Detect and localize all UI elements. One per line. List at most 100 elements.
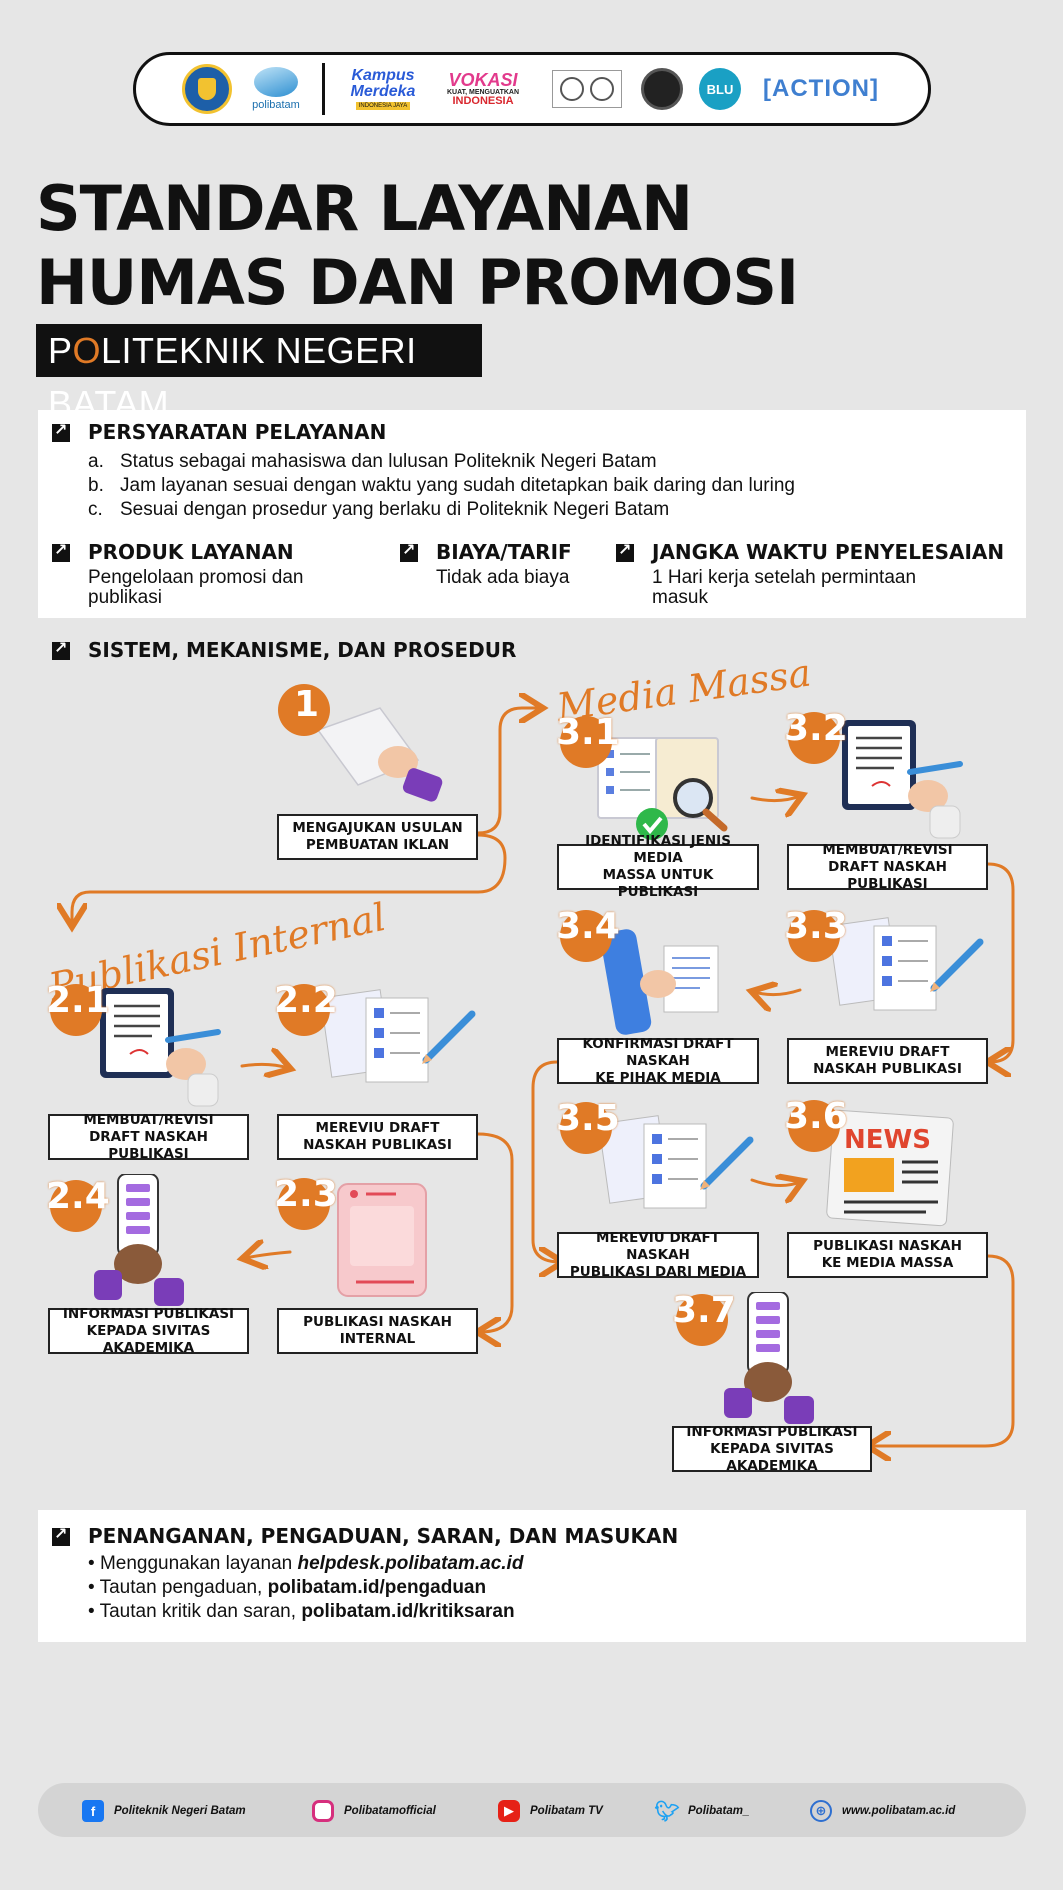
clipboard-pen-illustration: [842, 720, 963, 839]
paper-hand-illustration: [318, 707, 443, 802]
list-item: • Tautan kritik dan saran, polibatam.id/…: [88, 1601, 515, 1622]
step-number: 3.3: [784, 906, 848, 947]
title-line-2: HUMAS DAN PROMOSI: [36, 246, 799, 319]
requirements-list: a.Status sebagai mahasiswa dan lulusan P…: [88, 450, 795, 522]
blu-logo: BLU: [699, 68, 741, 110]
step-number-badge: [278, 984, 330, 1036]
checklist-illustration: [600, 1115, 754, 1209]
title-line-1: STANDAR LAYANAN: [36, 172, 693, 245]
step-number: 3.1: [556, 712, 620, 753]
step-number-badge: [560, 910, 612, 962]
action-logo: [ACTION]: [763, 75, 879, 102]
svg-text:NEWS: NEWS: [844, 1125, 931, 1155]
step-number: 3.5: [556, 1098, 620, 1139]
step-number: 3.6: [784, 1096, 848, 1137]
arrow-up-right-icon: [52, 421, 70, 442]
persyaratan-heading: PERSYARATAN PELAYANAN: [88, 420, 387, 444]
checklist-illustration: [830, 917, 984, 1011]
biaya-heading: BIAYA/TARIF: [436, 540, 572, 564]
institution-subtitle: POLITEKNIK NEGERI BATAM: [36, 324, 482, 424]
step-number-badge: [788, 910, 840, 962]
youtube-link[interactable]: ▶ Polibatam TV: [498, 1800, 603, 1822]
step-number: 1: [294, 684, 320, 725]
list-item: c.Sesuai dengan prosedur yang berlaku di…: [88, 499, 670, 520]
step-number-badge: [788, 1100, 840, 1152]
list-item: • Tautan pengaduan, polibatam.id/pengadu…: [88, 1577, 487, 1598]
step-number-badge: [788, 712, 840, 764]
list-item: a.Status sebagai mahasiswa dan lulusan P…: [88, 451, 657, 472]
seal-logo: [641, 68, 683, 110]
clipboard-pen-illustration: [100, 988, 221, 1107]
social-footer: f Politeknik Negeri Batam Polibatamoffic…: [38, 1783, 1026, 1837]
polibatam-logo: polibatam: [246, 61, 306, 117]
list-item: b.Jam layanan sesuai dengan waktu yang s…: [88, 475, 795, 496]
kampus-merdeka-logo: Kampus Merdeka INDONESIA JAYA: [350, 67, 416, 110]
arrow-up-right-icon: [52, 541, 70, 562]
penanganan-heading: PENANGANAN, PENGADUAN, SARAN, DAN MASUKA…: [88, 1524, 679, 1548]
certification-logo: [552, 70, 622, 108]
kritiksaran-link[interactable]: polibatam.id/kritiksaran: [301, 1601, 515, 1622]
step-number-badge: [50, 984, 102, 1036]
website-link[interactable]: ⊕ www.polibatam.ac.id: [810, 1800, 955, 1822]
step-number: 3.7: [672, 1290, 736, 1331]
page-title: STANDAR LAYANAN HUMAS DAN PROMOSI: [36, 172, 799, 320]
complaint-panel: PENANGANAN, PENGADUAN, SARAN, DAN MASUKA…: [38, 1510, 1026, 1642]
phone-hand-illustration: [94, 1174, 184, 1306]
phone-document-illustration: [600, 929, 719, 1035]
helpdesk-link[interactable]: helpdesk.polibatam.ac.id: [297, 1553, 524, 1574]
step-number: 3.4: [556, 906, 620, 947]
step-number: 3.2: [784, 708, 848, 749]
phone-hand-illustration: [724, 1292, 814, 1424]
checklist-illustration: [322, 989, 476, 1083]
twitter-icon: 🐦︎: [654, 1800, 680, 1823]
instagram-icon: [312, 1800, 334, 1822]
newspaper-illustration: NEWS: [826, 1109, 954, 1227]
logo-divider: [322, 63, 325, 115]
step-number-badge: [50, 1180, 102, 1232]
step-number-badge: [560, 716, 612, 768]
sistem-heading: SISTEM, MEKANISME, DAN PROSEDUR: [88, 638, 517, 662]
step-number: 2.1: [46, 980, 110, 1021]
kemdikbud-logo: [182, 64, 232, 114]
step-number-badge: [676, 1294, 728, 1346]
facebook-link[interactable]: f Politeknik Negeri Batam: [82, 1800, 246, 1822]
step-number: 2.3: [274, 1174, 338, 1215]
list-item: • Menggunakan layanan helpdesk.polibatam…: [88, 1553, 524, 1574]
step-number: 2.4: [46, 1176, 110, 1217]
step-number-badge: [278, 1178, 330, 1230]
step-number-badge: [278, 684, 330, 736]
book-magnifier-illustration: [597, 737, 728, 840]
facebook-icon: f: [82, 1800, 104, 1822]
instagram-link[interactable]: Polibatamofficial: [312, 1800, 436, 1822]
step-number: 2.2: [274, 980, 338, 1021]
step-number-badge: [560, 1102, 612, 1154]
pengaduan-link[interactable]: polibatam.id/pengaduan: [267, 1577, 487, 1598]
produk-heading: PRODUK LAYANAN: [88, 540, 294, 564]
biaya-text: Tidak ada biaya: [436, 567, 570, 588]
service-info-panel: PERSYARATAN PELAYANAN a.Status sebagai m…: [38, 410, 1026, 618]
jangka-heading: JANGKA WAKTU PENYELESAIAN: [652, 540, 1005, 564]
tablet-card-illustration: [337, 1183, 427, 1297]
arrow-up-right-icon: [616, 541, 634, 562]
vokasi-logo: VOKASI KUAT, MENGUATKAN INDONESIA: [446, 70, 520, 107]
youtube-icon: ▶: [498, 1800, 520, 1822]
twitter-link[interactable]: 🐦︎ Polibatam_: [654, 1800, 750, 1823]
arrow-up-right-icon: [400, 541, 418, 562]
globe-icon: ⊕: [810, 1800, 832, 1822]
logo-bar: polibatam Kampus Merdeka INDONESIA JAYA …: [133, 52, 931, 126]
